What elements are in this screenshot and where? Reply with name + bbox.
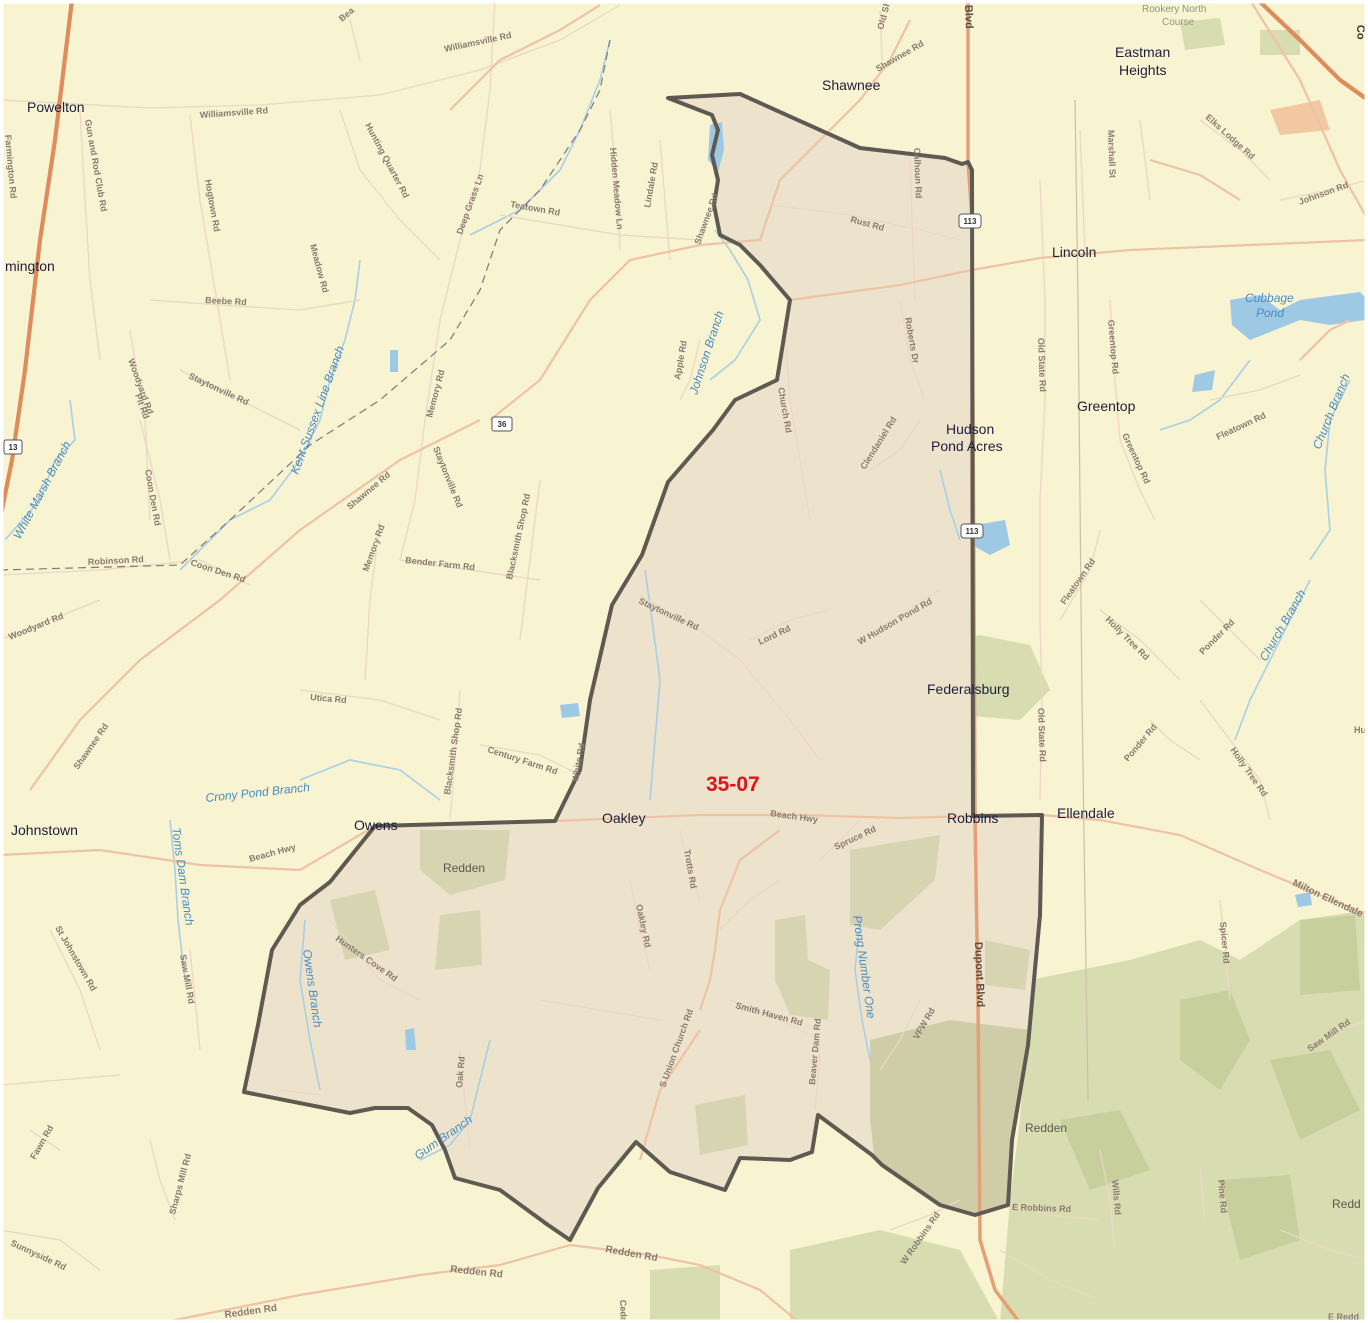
district-forest	[330, 830, 1030, 1220]
road-label: Oak Rd	[454, 1056, 467, 1088]
road-label: Hu	[1354, 725, 1366, 735]
place-label: Johnstown	[11, 822, 78, 838]
route-shield-13: 13	[3, 439, 23, 455]
svg-text:13: 13	[9, 443, 18, 452]
poi-label: Course	[1162, 17, 1195, 28]
railroad	[1074, 99, 1089, 1101]
water-label: Cubbage	[1245, 291, 1294, 305]
place-label: Robbins	[947, 810, 998, 826]
place-label: Shawnee	[822, 77, 881, 93]
place-label: Ellendale	[1057, 805, 1115, 821]
district-label: 35-07	[706, 773, 760, 796]
place-label: Oakley	[602, 810, 646, 826]
road-label: Calhoun Rd	[912, 148, 924, 199]
place-label: Greentop	[1077, 398, 1136, 414]
county-line	[0, 39, 611, 571]
area-label: Redden	[1025, 1121, 1067, 1135]
place-label: Lincoln	[1052, 244, 1096, 260]
road-label: Redden Rd	[450, 1264, 504, 1280]
road-label: Old State Rd	[1036, 338, 1048, 392]
poi-label: Rookery North	[1142, 4, 1206, 15]
road-label: Dupont Blvd	[972, 942, 986, 1008]
road-label: Old State Rd	[1036, 708, 1048, 762]
road-label: Utica Rd	[310, 692, 347, 705]
svg-text:36: 36	[498, 420, 507, 429]
route-shield-113-north: 113	[958, 213, 982, 229]
route-shield-36: 36	[491, 416, 513, 432]
place-label: Heights	[1119, 62, 1166, 78]
place-labels: Powelton mington Johnstown Shawnee Eastm…	[5, 44, 1170, 838]
place-label: Pond Acres	[931, 438, 1003, 454]
road-label: Williamsville Rd	[199, 105, 268, 120]
place-label: Federalsburg	[927, 681, 1010, 697]
highways	[0, 0, 1368, 521]
place-label: Eastman	[1115, 44, 1170, 60]
route-shield-113-south: 113	[960, 523, 984, 539]
svg-text:113: 113	[966, 527, 979, 536]
district-boundary	[242, 92, 1044, 1242]
road-label: Robinson Rd	[88, 554, 144, 567]
road-label: Blvd	[962, 5, 975, 29]
area-label: Redd	[1332, 1197, 1361, 1211]
road-label: Co	[1354, 25, 1367, 40]
area-labels: Redden Redden Redd Rookery North Course	[443, 4, 1361, 1211]
place-label: Powelton	[27, 99, 85, 115]
area-label: Redden	[443, 861, 485, 875]
road-label: Wills Rd	[1110, 1179, 1123, 1215]
road-label: Pine Rd	[1216, 1179, 1229, 1213]
place-label: Hudson	[946, 421, 994, 437]
road-label: Cedar	[618, 1300, 629, 1323]
road-label: E Redd	[1328, 1312, 1359, 1322]
road-label: Beebe Rd	[205, 295, 247, 307]
water-bodies	[390, 122, 1368, 1050]
road-label: Marshall St	[1106, 130, 1118, 178]
road-label: E Robbins Rd	[1012, 1202, 1071, 1214]
road-label: Spicer Rd	[1218, 921, 1232, 964]
streams	[4, 39, 1351, 1161]
road-label: Greentop Rd	[1106, 319, 1121, 374]
water-label: Pond	[1256, 306, 1284, 320]
svg-text:113: 113	[964, 217, 977, 226]
place-label: Owens	[354, 817, 398, 833]
place-label: mington	[5, 258, 55, 274]
